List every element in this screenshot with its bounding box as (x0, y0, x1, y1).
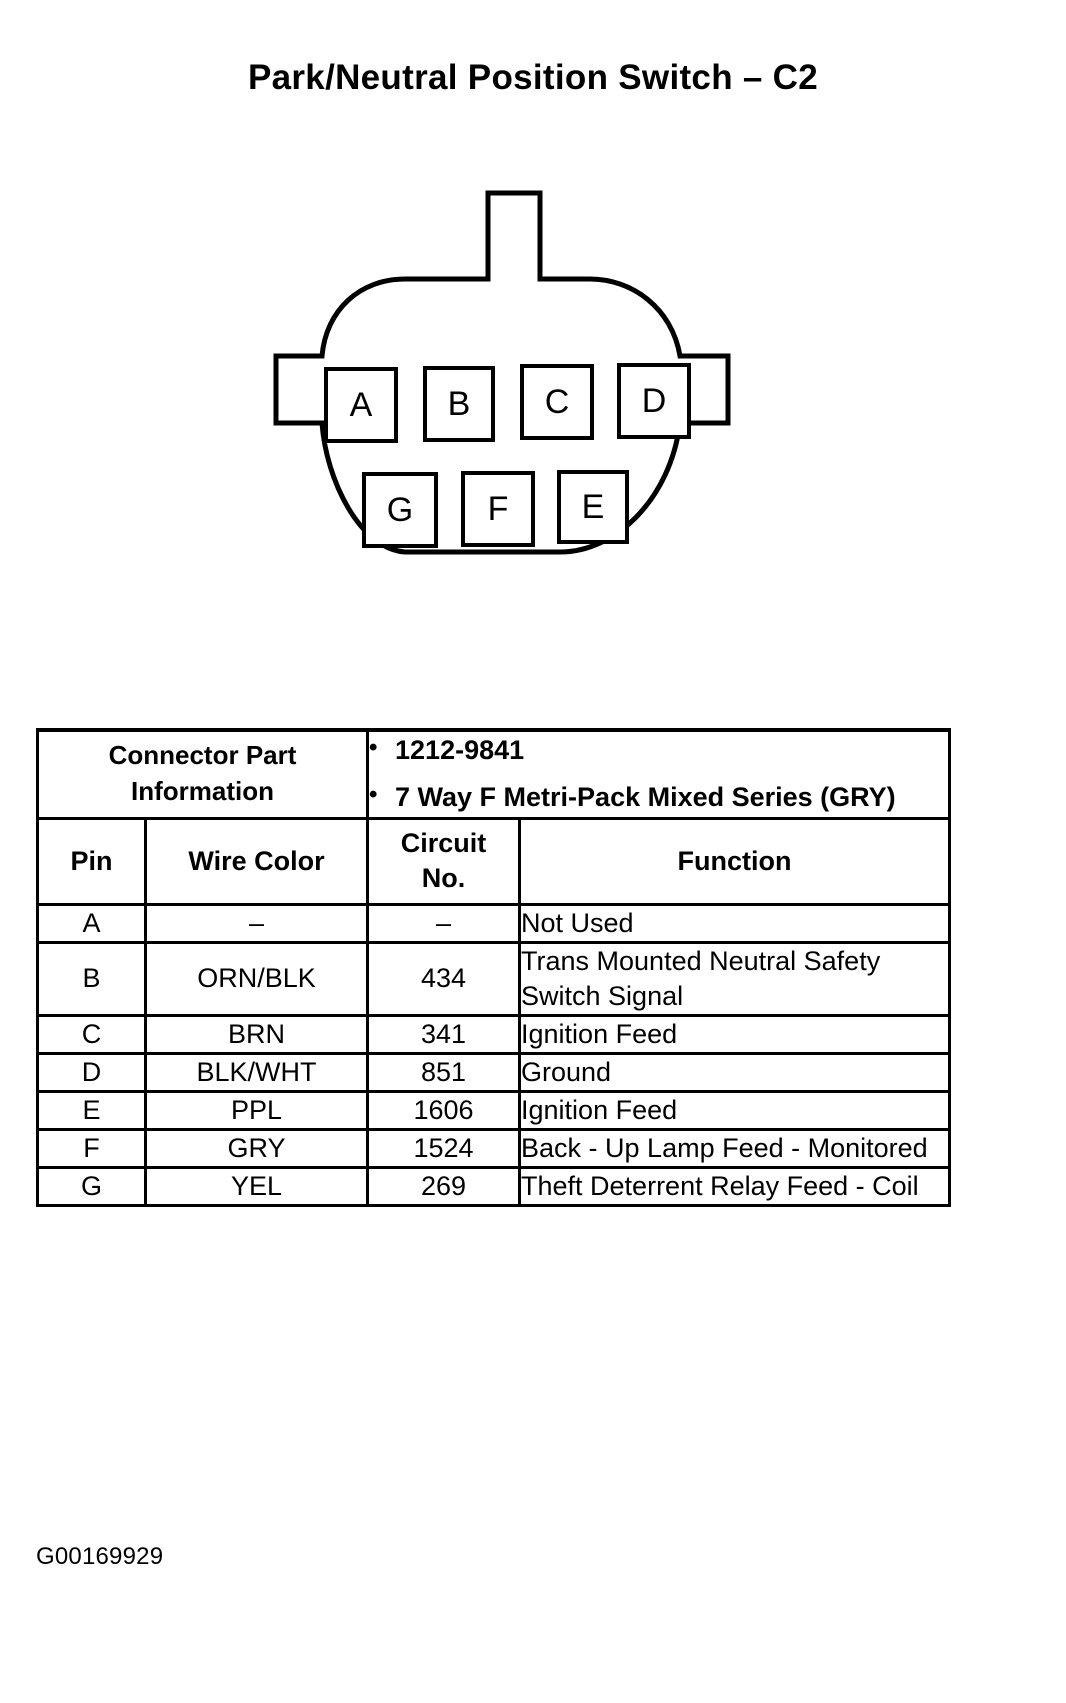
cell-function: Ignition Feed (518, 1089, 952, 1132)
cell-function: Theft Deterrent Relay Feed - Coil (518, 1166, 952, 1208)
connector-part-information-row: Connector Part Information 1212-9841 7 W… (35, 728, 952, 820)
table-row: C BRN 341 Ignition Feed (36, 1013, 952, 1055)
table-row: A – – Not Used (36, 902, 952, 944)
cell-function: Ignition Feed (518, 1013, 952, 1055)
cell-circuit-no: 269 (366, 1166, 522, 1208)
cell-pin: B (36, 940, 147, 1017)
table-header-row: Pin Wire Color Circuit No. Function (36, 816, 952, 906)
column-header-circuit-no-line1: Circuit (400, 828, 487, 859)
cell-wire-color: BRN (143, 1013, 370, 1055)
connector-pin-table: Connector Part Information 1212-9841 7 W… (35, 728, 952, 1208)
figure-id-code: G00169929 (36, 1543, 164, 1570)
connector-pin-b[interactable]: B (423, 366, 495, 442)
cell-pin: C (36, 1013, 147, 1055)
connector-pin-c[interactable]: C (520, 364, 594, 440)
cell-circuit-no: 434 (366, 940, 522, 1017)
connector-diagram: A B C D G F E (240, 160, 780, 610)
cell-function: Ground (518, 1051, 952, 1093)
table-row: G YEL 269 Theft Deterrent Relay Feed - C… (36, 1166, 952, 1208)
connector-pin-e[interactable]: E (557, 470, 629, 544)
column-header-circuit-no: Circuit No. (366, 816, 522, 906)
table-row: D BLK/WHT 851 Ground (36, 1051, 952, 1093)
cell-wire-color: BLK/WHT (143, 1051, 370, 1093)
column-header-pin: Pin (36, 816, 147, 906)
cell-circuit-no: 1524 (366, 1128, 522, 1170)
connector-series-description: 7 Way F Metri-Pack Mixed Series (GRY) (369, 778, 948, 816)
cell-function: Not Used (518, 902, 952, 944)
cell-wire-color: ORN/BLK (143, 940, 370, 1017)
connector-part-number: 1212-9841 (369, 731, 948, 769)
connector-outline-icon (273, 190, 731, 555)
cell-circuit-no: 341 (366, 1013, 522, 1055)
cell-pin: E (36, 1089, 147, 1132)
cell-function: Trans Mounted Neutral Safety Switch Sign… (518, 940, 952, 1017)
connector-pin-d[interactable]: D (617, 363, 691, 439)
cell-circuit-no: – (366, 902, 522, 944)
cell-pin: F (36, 1128, 147, 1170)
table-row: E PPL 1606 Ignition Feed (36, 1089, 952, 1132)
connector-part-information-values: 1212-9841 7 Way F Metri-Pack Mixed Serie… (366, 728, 952, 820)
connector-pin-a[interactable]: A (324, 367, 398, 443)
cell-wire-color: YEL (143, 1166, 370, 1208)
cell-wire-color: GRY (143, 1128, 370, 1170)
cell-circuit-no: 1606 (366, 1089, 522, 1132)
table-row: B ORN/BLK 434 Trans Mounted Neutral Safe… (36, 940, 952, 1017)
table-row: F GRY 1524 Back - Up Lamp Feed - Monitor… (36, 1128, 952, 1170)
cell-function: Back - Up Lamp Feed - Monitored (518, 1128, 952, 1170)
column-header-circuit-no-line2: No. (421, 863, 466, 893)
page-title: Park/Neutral Position Switch – C2 (247, 58, 819, 97)
connector-part-information-label: Connector Part Information (35, 728, 370, 820)
connector-pin-f[interactable]: F (461, 471, 535, 547)
cell-wire-color: PPL (143, 1089, 370, 1132)
cell-circuit-no: 851 (366, 1051, 522, 1093)
connector-pin-g[interactable]: G (362, 472, 438, 548)
column-header-function: Function (518, 816, 952, 906)
column-header-wire-color: Wire Color (143, 816, 370, 906)
connector-pin-layer: A B C D G F E (240, 160, 780, 610)
cell-wire-color: – (143, 902, 370, 944)
cell-pin: D (36, 1051, 147, 1093)
connector-part-information-list: 1212-9841 7 Way F Metri-Pack Mixed Serie… (369, 731, 948, 817)
cell-pin: G (36, 1166, 147, 1208)
cell-pin: A (36, 902, 147, 944)
